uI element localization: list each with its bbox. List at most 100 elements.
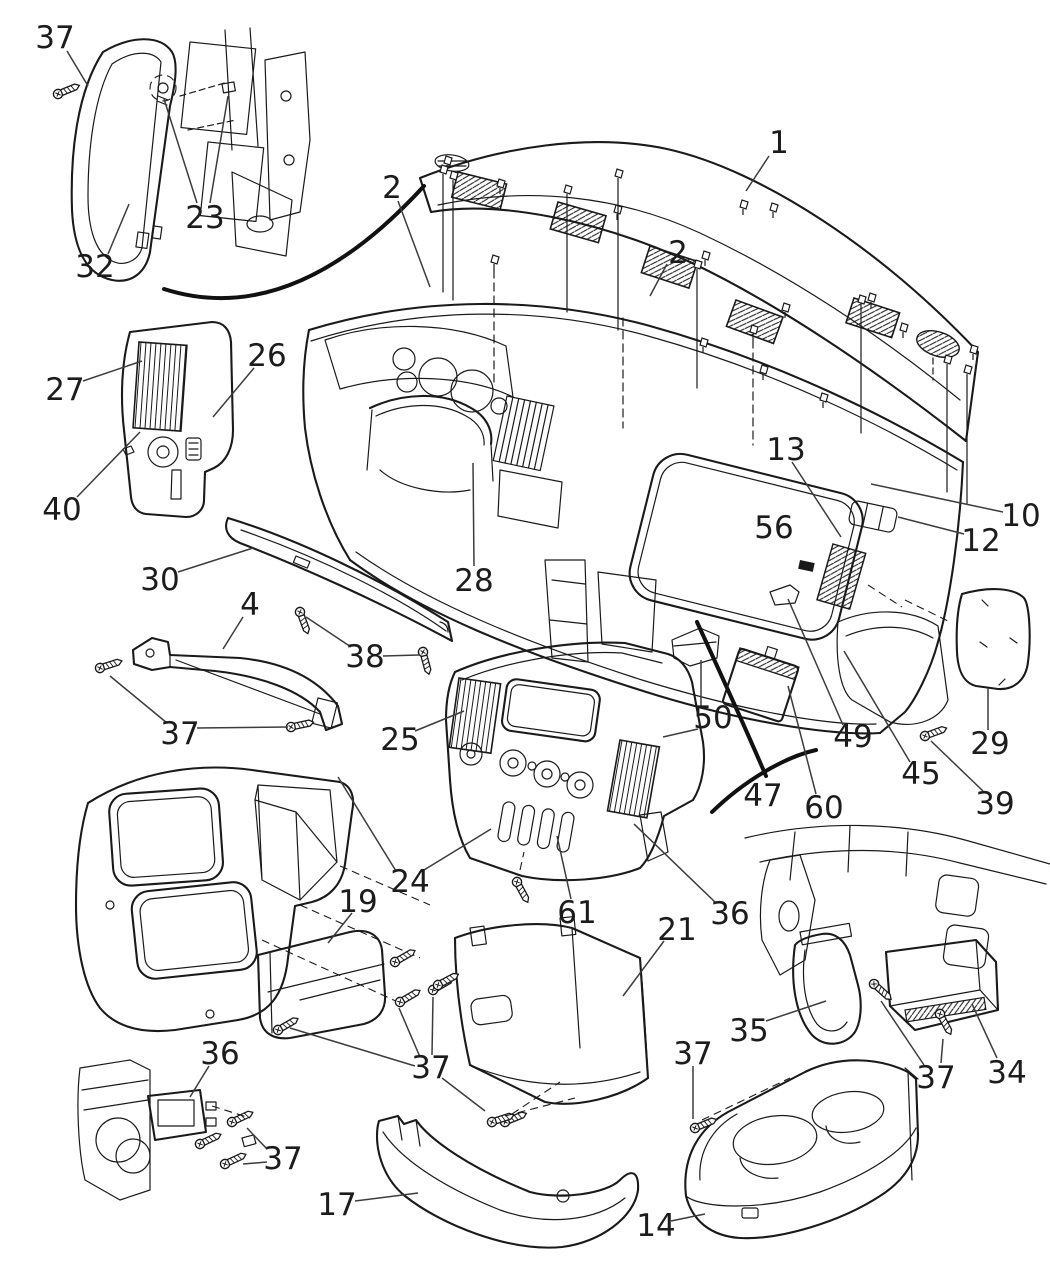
leader-line-37-32 [880,1000,925,1066]
leader-line-37-35 [242,1161,268,1165]
leader-line-24-19 [337,776,397,872]
callout-23: 23 [185,200,224,236]
left-end-cap [120,320,235,519]
callout-36: 36 [200,1036,239,1072]
callout-29: 29 [970,726,1009,762]
callout-36: 36 [710,896,749,932]
callout-19: 19 [338,884,377,920]
leader-line-10-11 [870,483,1004,513]
callout-61: 61 [557,895,596,931]
callout-37: 37 [263,1141,302,1177]
leader-line-30-9 [177,547,254,573]
leader-line-4-15 [222,616,244,650]
knee-bolster [431,915,650,1129]
callout-25: 25 [380,722,419,758]
callout-30: 30 [140,562,179,598]
leader-line-2-5 [649,263,668,297]
leader-line-39-29 [930,740,984,792]
leader-line-13-10 [791,461,842,538]
callout-37: 37 [35,20,74,56]
callout-37: 37 [160,716,199,752]
callout-12: 12 [961,523,1000,559]
leader-line-37-35 [246,1127,268,1150]
callout-50: 50 [693,700,732,736]
leader-line-14-39 [670,1213,706,1222]
callout-24: 24 [390,864,429,900]
cup-holder [684,1059,920,1240]
callout-2: 2 [668,235,688,271]
callout-37: 37 [411,1050,450,1086]
callout-56: 56 [754,510,793,546]
top-cover-panel [418,141,980,443]
callout-49: 49 [833,719,872,755]
callout-37: 37 [673,1036,712,1072]
leader-line-36-34 [189,1065,210,1098]
lower-trim [375,1097,640,1249]
callout-45: 45 [901,756,940,792]
leader-line-28-14 [472,462,475,567]
callout-2: 2 [382,170,402,206]
callout-21: 21 [657,912,696,948]
lower-left-bracket [77,1059,257,1201]
leader-line-38-16 [382,654,420,657]
leader-line-37-36 [431,996,434,1056]
leader-line-49-27 [787,598,844,726]
leader-line-36-22 [633,823,717,904]
leader-line-50-24 [662,728,699,738]
cluster-bezel-assembly [51,27,426,301]
leader-line-2-3 [397,200,431,288]
leader-line-37-36 [441,1077,486,1112]
leader-line-60-26 [787,685,817,795]
callout-37: 37 [916,1060,955,1096]
cluster-lower-trim [225,516,454,643]
callout-40: 40 [42,492,81,528]
callout-38: 38 [345,639,384,675]
callout-13: 13 [766,432,805,468]
callout-32: 32 [75,249,114,285]
leader-line-35-31 [765,1000,827,1022]
leader-line-17-37 [354,1192,419,1202]
callout-14: 14 [636,1208,675,1244]
leader-line-45-28 [843,650,911,763]
leader-line-32-2 [107,203,130,255]
leader-line-37-17 [196,726,289,729]
callout-27: 27 [45,372,84,408]
instrument-panel-main [302,302,965,735]
center-bezel-rear [74,766,456,1040]
support-bracket [93,605,435,734]
callout-10: 10 [1001,498,1040,534]
leader-line-26-7 [212,367,255,418]
callout-47: 47 [743,778,782,814]
leader-line-40-8 [76,431,141,498]
leader-line-19-20 [327,912,353,944]
callout-28: 28 [454,563,493,599]
leader-line-37-17 [109,675,168,724]
callout-1: 1 [769,125,789,161]
leader-line-61-21 [556,835,572,900]
cover-mounting-screws [439,164,973,505]
leader-line-21-23 [622,940,665,997]
speaker-grille [434,154,960,358]
callout-17: 17 [317,1187,356,1223]
leader-line-27-6 [82,360,143,382]
leader-line-38-16 [305,616,352,648]
leader-line-23-1 [163,98,198,204]
switch-slots [497,801,575,853]
leader-line-37-36 [289,1027,416,1067]
leader-line-1-4 [745,155,770,192]
leader-line-37-0 [66,50,89,87]
leader-line-37-32 [940,1038,944,1064]
callout-35: 35 [729,1013,768,1049]
callout-26: 26 [247,338,286,374]
center-bezel-front [444,641,706,906]
leader-line-25-18 [414,710,465,732]
glovebox-and-endcap [836,588,1031,743]
leader-line-23-1 [209,95,229,204]
leader-line-34-33 [971,1003,998,1059]
callout-39: 39 [975,786,1014,822]
leader-line-37-36 [398,1007,421,1058]
hvac-distribution [744,824,1050,1045]
